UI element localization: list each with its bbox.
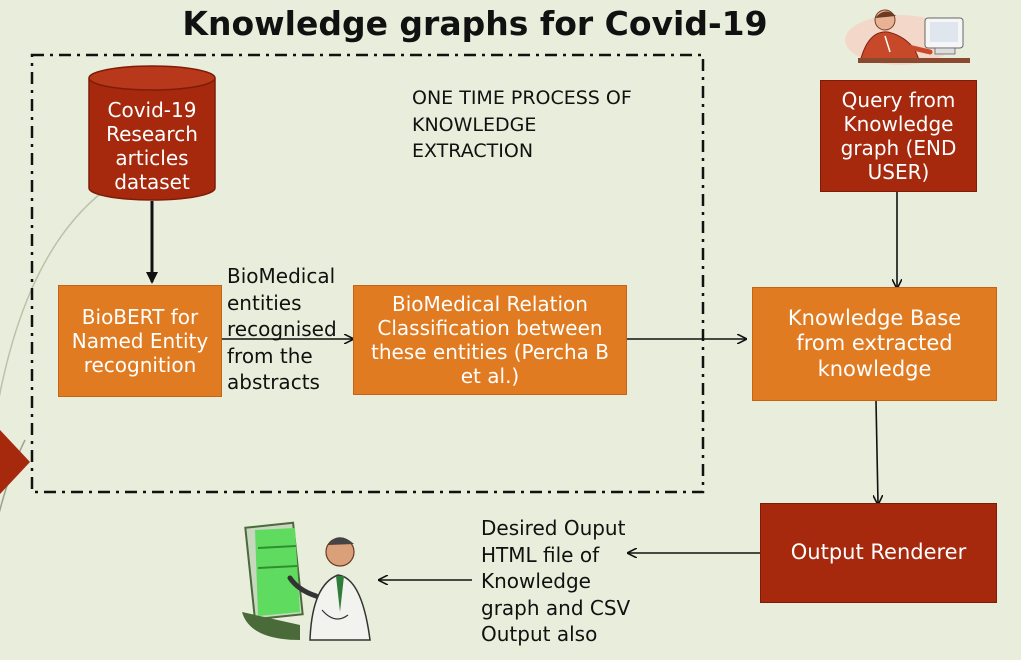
output-renderer-box: Output Renderer (760, 503, 997, 603)
left-edge-triangle (0, 430, 30, 494)
biobert-box: BioBERT for Named Entity recognition (58, 285, 222, 397)
dataset-label: Covid-19 Research articles dataset (106, 98, 198, 194)
arrow-kb-to-renderer (876, 400, 878, 503)
relation-box: BioMedical Relation Classification betwe… (353, 285, 627, 395)
dataset-cylinder (88, 65, 216, 201)
knowledge-base-box: Knowledge Base from extracted knowledge (752, 287, 997, 401)
process-label: ONE TIME PROCESS OF KNOWLEDGE EXTRACTION (412, 87, 632, 163)
presenter-icon (242, 521, 371, 641)
decorative-curve-lower (0, 439, 26, 513)
query-box: Query from Knowledge graph (END USER) (820, 80, 977, 192)
desired-output-label: Desired Ouput HTML file of Knowledge gra… (481, 516, 631, 647)
page-title: Knowledge graphs for Covid-19 (182, 4, 768, 43)
process-boundary (30, 53, 705, 494)
entities-label: BioMedical entities recognised from the … (227, 264, 337, 395)
office-worker-icon (845, 9, 970, 65)
